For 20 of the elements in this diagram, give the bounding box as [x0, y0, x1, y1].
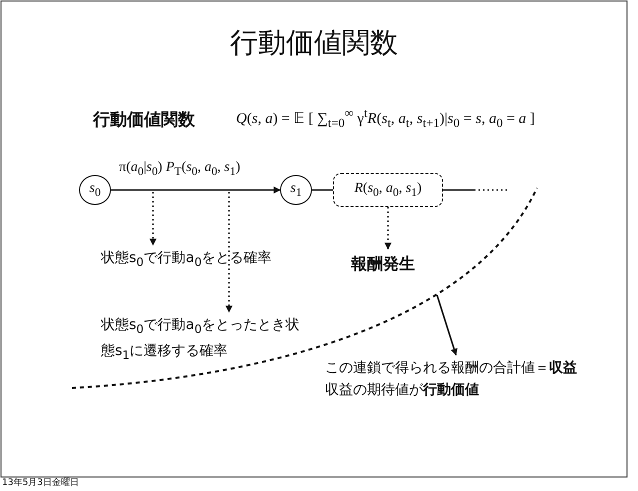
arrow — [226, 192, 232, 313]
arrow — [111, 186, 281, 194]
note-text: この連鎖で得られる報酬の合計値＝収益 — [325, 359, 577, 378]
arrow — [150, 192, 156, 246]
connector-line — [312, 189, 333, 191]
annotation-text: 状態s$_{0}$で行動a$_{0}$をとる確率 — [101, 247, 311, 269]
state-circle: s$_{1}$ — [280, 175, 312, 205]
arrow — [384, 207, 392, 250]
note-text: 収益の期待値が行動価値 — [325, 381, 479, 400]
reward-box: R(s$_{0}$, a$_{0}$, s$_{1}$) — [333, 173, 443, 207]
connector-line — [443, 189, 474, 191]
date-text: 13年5月3日金曜日 — [2, 476, 79, 489]
arrow — [436, 294, 458, 356]
annotation-text: 状態s$_{0}$で行動a$_{0}$をとったとき状態s$_{1}$に遷移する確率 — [101, 314, 301, 358]
edge-label: π(a$_{0}$|s$_{0}$) P$_{T}$(s$_{0}$, a$_{0}$, s$_{1}$) — [118, 160, 242, 178]
formula: Q(s, a) = 𝔼 [ ∑$_{t=0}$$^{∞}$ γ$^{t}$R(s$_{t}$, a$_{t}$, s$_{t+1}$)|s$_{0}$ = s, a$_{0}$ = a ] — [236, 106, 535, 131]
reward-text: 報酬発生 — [351, 251, 427, 277]
state-circle: s$_{0}$ — [79, 175, 111, 205]
heading-text: 行動価値関数 — [93, 109, 195, 131]
slide-title: 行動価値関数 — [229, 25, 399, 61]
